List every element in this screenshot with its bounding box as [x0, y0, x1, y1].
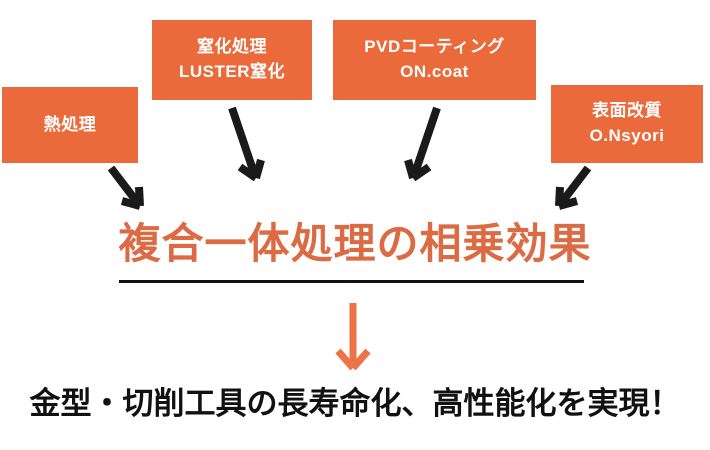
- down-arrow-icon: [335, 303, 371, 371]
- box-surface-modification-label-line1: 表面改質: [592, 101, 662, 121]
- box-pvd-coating: PVDコーティング ON.coat: [333, 20, 536, 100]
- box-heat-treatment: 熱処理: [2, 87, 138, 163]
- down-right-arrow-icon: [228, 106, 265, 182]
- box-nitriding: 窒化処理 LUSTER窒化: [152, 20, 312, 100]
- down-left-arrow-icon: [555, 165, 592, 210]
- result-text: 金型・切削工具の長寿命化、高性能化を実現！: [29, 386, 681, 421]
- box-surface-modification: 表面改質 O.Nsyori: [551, 85, 703, 163]
- box-pvd-coating-label-line1: PVDコーティング: [364, 37, 505, 57]
- box-nitriding-label-line1: 窒化処理: [197, 37, 267, 57]
- box-surface-modification-label-line2: O.Nsyori: [589, 126, 665, 145]
- box-nitriding-label-line2: LUSTER窒化: [179, 62, 285, 81]
- title-underline: [119, 280, 584, 283]
- box-heat-treatment-label: 熱処理: [43, 114, 97, 134]
- down-right-arrow-icon: [107, 165, 144, 210]
- diagram-title: 複合一体処理の相乗効果: [118, 220, 592, 267]
- down-left-arrow-icon: [404, 106, 441, 182]
- box-pvd-coating-label-line2: ON.coat: [400, 62, 469, 81]
